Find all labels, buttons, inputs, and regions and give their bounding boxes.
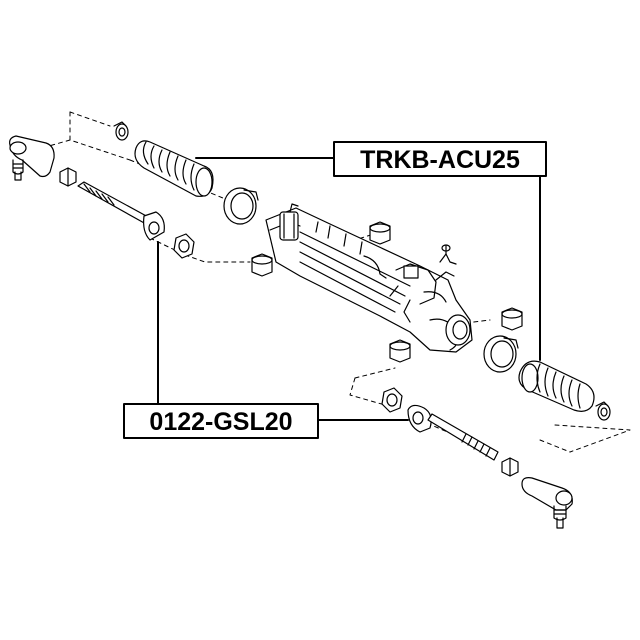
left-lock-washer (173, 233, 195, 259)
left-mount-bushing (251, 253, 273, 277)
left-tie-rod-end (9, 135, 55, 181)
right-boot-small-clamp (595, 401, 611, 421)
tie-rod-part-number-label: 0122-GSL20 (149, 408, 292, 436)
rack-mount-bushing-top (369, 221, 391, 245)
boot-part-number-label: TRKB-ACU25 (360, 146, 520, 174)
right-lock-washer (381, 387, 403, 413)
left-boot-small-clamp (113, 121, 129, 141)
right-mount-bushing (501, 307, 523, 331)
right-tie-rod-end (521, 477, 573, 529)
right-rack-boot (518, 360, 595, 412)
left-lock-nut (59, 167, 77, 187)
tie-rod-callout-leader (157, 241, 409, 421)
boot-part-number-callout: TRKB-ACU25 (333, 141, 547, 177)
rack-mount-bushing-bottom (389, 339, 411, 363)
tie-rod-part-number-box (123, 403, 319, 439)
right-lock-nut (501, 457, 519, 477)
tie-rod-part-number-callout: 0122-GSL20 (123, 403, 319, 439)
right-boot-large-clamp (483, 335, 519, 373)
right-inner-tie-rod (407, 404, 499, 461)
left-rack-boot (134, 140, 214, 197)
boot-callout-leader (195, 157, 541, 361)
left-inner-tie-rod (77, 181, 165, 241)
left-boot-large-clamp (223, 187, 259, 225)
boot-part-number-box (333, 141, 547, 177)
steering-rack-housing (265, 203, 473, 353)
